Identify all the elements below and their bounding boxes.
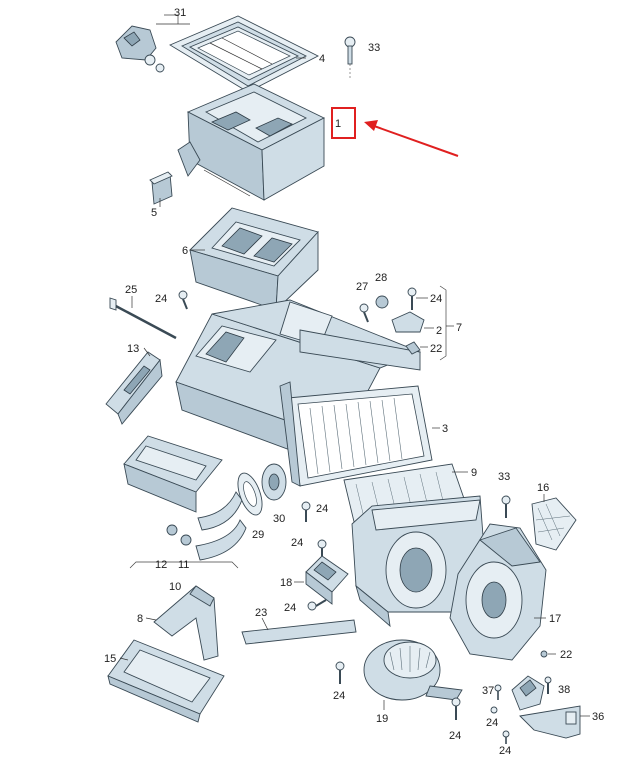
label-24-g: 24 <box>449 730 461 742</box>
label-24-d: 24 <box>291 537 303 549</box>
part-22-clip-right <box>540 650 548 658</box>
label-4: 4 <box>319 53 325 65</box>
label-33-top: 33 <box>368 42 380 54</box>
part-8-bracket <box>153 585 219 661</box>
highlight-box <box>331 107 356 139</box>
part-1-upper-housing <box>177 83 326 201</box>
part-12-seal <box>166 524 178 536</box>
label-6: 6 <box>182 245 188 257</box>
part-24-screw-i <box>490 706 498 714</box>
part-16-mesh <box>531 497 577 551</box>
part-17-blower-volute <box>449 523 547 661</box>
part-36-bracket <box>519 705 581 739</box>
label-29: 29 <box>252 529 264 541</box>
part-25-rod <box>109 297 177 340</box>
part-24-screw-a <box>178 290 188 310</box>
part-33-bolt-right <box>501 495 511 518</box>
label-1: 1 <box>335 118 341 130</box>
part-38-bolt <box>544 676 552 694</box>
label-13: 13 <box>127 343 139 355</box>
label-10: 10 <box>169 581 181 593</box>
label-2: 2 <box>436 325 442 337</box>
part-24-screw-g <box>451 697 461 720</box>
label-7: 7 <box>456 322 462 334</box>
part-24-screw-b <box>407 287 417 310</box>
part-24-screw-e <box>307 599 327 611</box>
label-22-right: 22 <box>560 649 572 661</box>
label-22-top: 22 <box>430 343 442 355</box>
label-24-a: 24 <box>155 293 167 305</box>
part-24-screw-c <box>301 501 311 522</box>
heat-exchanger-core <box>123 435 223 513</box>
part-29-gasket <box>237 472 263 516</box>
part-3-filter-frame <box>279 381 433 487</box>
label-15: 15 <box>104 653 116 665</box>
label-19: 19 <box>376 713 388 725</box>
part-23-strip <box>241 619 357 645</box>
part-4-gasket-frame <box>169 15 319 93</box>
part-18-control-unit <box>305 555 349 605</box>
part-27-screw <box>359 303 369 323</box>
label-23: 23 <box>255 607 267 619</box>
label-37: 37 <box>482 685 494 697</box>
part-37-actuator <box>511 675 545 711</box>
label-12: 12 <box>155 559 167 571</box>
part-24-screw-h <box>494 684 502 700</box>
part-24-screw-f <box>335 661 345 684</box>
label-28: 28 <box>375 272 387 284</box>
part-19-blower-motor <box>363 639 463 701</box>
label-24-f: 24 <box>333 690 345 702</box>
bracket-31 <box>164 14 179 24</box>
part-13-actuator <box>105 351 163 425</box>
label-8: 8 <box>137 613 143 625</box>
part-24-screw-j <box>502 730 510 744</box>
label-3: 3 <box>442 423 448 435</box>
part-24-screw-d <box>317 539 327 556</box>
blower-housing <box>351 495 487 628</box>
label-24-j: 24 <box>499 745 511 757</box>
part-31-actuator <box>115 25 165 73</box>
label-30: 30 <box>273 513 285 525</box>
label-24-h: 24 <box>486 717 498 729</box>
label-18: 18 <box>280 577 292 589</box>
label-5: 5 <box>151 207 157 219</box>
bracket-7 <box>439 285 447 361</box>
part-33-bolt-top <box>344 36 356 65</box>
part-2-lever <box>391 311 425 333</box>
label-38: 38 <box>558 684 570 696</box>
label-11: 11 <box>178 559 189 571</box>
label-24-e: 24 <box>284 602 296 614</box>
label-17: 17 <box>549 613 561 625</box>
part-22-clip-top <box>405 341 421 355</box>
coolant-pipes <box>195 491 247 561</box>
part-11-seal <box>180 534 192 546</box>
part-15-tray <box>107 639 225 723</box>
label-24-b: 24 <box>430 293 442 305</box>
label-25: 25 <box>125 284 137 296</box>
highlight-arrow <box>364 120 459 157</box>
part-28-clip <box>375 295 389 309</box>
label-33-right: 33 <box>498 471 510 483</box>
label-31: 31 <box>174 7 186 19</box>
part-30-flap <box>261 463 287 501</box>
label-16: 16 <box>537 482 549 494</box>
label-27: 27 <box>356 281 368 293</box>
label-24-c: 24 <box>316 503 328 515</box>
bracket-10 <box>129 561 239 569</box>
part-6-distribution-box <box>189 207 319 312</box>
part-5-bracket <box>149 171 173 205</box>
label-9: 9 <box>471 467 477 479</box>
label-36: 36 <box>592 711 604 723</box>
